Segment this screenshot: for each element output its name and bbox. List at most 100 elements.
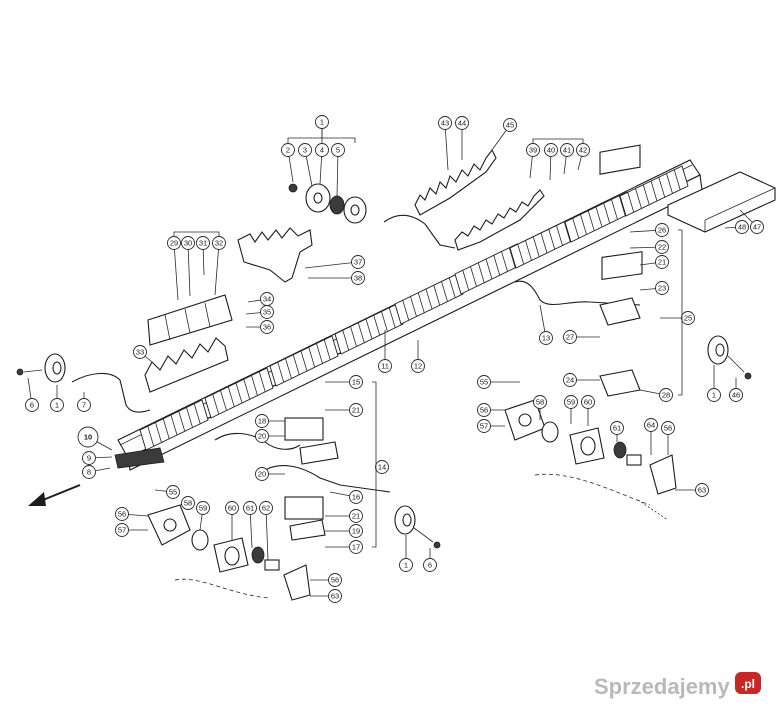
callout-38: 38 <box>308 271 365 285</box>
toothed-strips <box>414 148 545 251</box>
callout-37: 37 <box>304 255 365 269</box>
hub-left <box>16 353 66 383</box>
callout-number: 26 <box>658 226 666 235</box>
callout-1: 1 <box>707 365 721 402</box>
callout-58: 58 <box>179 496 195 510</box>
grate-section <box>269 335 339 387</box>
callout-61: 61 <box>243 501 257 549</box>
callout-8: 8 <box>82 465 111 479</box>
callout-number: 41 <box>563 146 571 155</box>
grate-sections <box>139 165 689 451</box>
callout-number: 1 <box>404 561 408 570</box>
callout-number: 30 <box>184 239 192 248</box>
callout-2: 2 <box>281 143 295 183</box>
callout-number: 21 <box>352 512 360 521</box>
plate-item-10 <box>114 447 165 469</box>
callout-number: 18 <box>258 417 266 426</box>
callout-number: 36 <box>263 323 271 332</box>
callout-number: 34 <box>263 295 271 304</box>
callout-30: 30 <box>181 236 195 297</box>
callout-number: 57 <box>118 526 126 535</box>
callout-21: 21 <box>639 255 669 269</box>
bracket-group-right <box>504 399 677 521</box>
callout-23: 23 <box>639 281 669 295</box>
callout-58: 58 <box>533 395 547 420</box>
callout-4: 4 <box>315 143 329 185</box>
callout-44: 44 <box>455 116 469 160</box>
callout-13: 13 <box>539 304 553 345</box>
callout-59: 59 <box>196 501 210 531</box>
callout-number: 27 <box>566 333 574 342</box>
callout-42: 42 <box>576 143 590 171</box>
callout-number: 17 <box>352 543 360 552</box>
callout-number: 3 <box>303 146 307 155</box>
callout-55: 55 <box>154 485 180 499</box>
callout-57: 57 <box>477 419 505 433</box>
callout-number: 12 <box>414 362 422 371</box>
shafts <box>71 214 641 493</box>
callout-number: 35 <box>263 308 271 317</box>
callout-number: 1 <box>320 118 324 127</box>
callout-21: 21 <box>325 403 363 417</box>
callout-number: 56 <box>118 510 126 519</box>
callout-26: 26 <box>629 223 669 237</box>
grate-section <box>619 165 689 217</box>
callout-number: 45 <box>506 121 514 130</box>
callout-16: 16 <box>329 490 363 504</box>
callout-number: 8 <box>87 468 91 477</box>
callout-number: 56 <box>480 406 488 415</box>
watermark-suffix: .pl <box>741 677 755 691</box>
callout-33: 33 <box>133 345 153 363</box>
callout-number: 2 <box>286 146 290 155</box>
callout-number: 61 <box>613 424 621 433</box>
callout-7: 7 <box>77 392 91 412</box>
callout-1: 1 <box>50 385 64 412</box>
callout-31: 31 <box>196 236 210 276</box>
callout-number: 21 <box>352 406 360 415</box>
callout-number: 24 <box>566 376 574 385</box>
grate-section <box>334 303 404 355</box>
callout-number: 31 <box>199 239 207 248</box>
callout-19: 19 <box>325 524 363 538</box>
callout-5: 5 <box>331 143 345 197</box>
callout-number: 10 <box>84 433 92 442</box>
callout-6: 6 <box>423 548 437 572</box>
callout-number: 56 <box>664 424 672 433</box>
callout-number: 33 <box>136 348 144 357</box>
callout-39: 39 <box>526 143 540 179</box>
callout-36: 36 <box>246 320 274 334</box>
callout-number: 60 <box>228 504 236 513</box>
cover-plate <box>667 171 776 233</box>
watermark: Sprzedajemy .pl <box>594 672 761 699</box>
callout-40: 40 <box>544 143 558 181</box>
toothed-bar <box>237 227 313 283</box>
callout-60: 60 <box>225 501 239 540</box>
callout-29: 29 <box>167 236 181 301</box>
callout-61: 61 <box>610 421 624 442</box>
callout-56: 56 <box>661 421 675 455</box>
callout-63: 63 <box>675 483 709 497</box>
callout-number: 63 <box>331 592 339 601</box>
callout-number: 14 <box>378 463 386 472</box>
callout-number: 48 <box>738 223 746 232</box>
grate-section <box>564 191 634 243</box>
callout-48: 48 <box>724 220 749 234</box>
callout-6: 6 <box>25 377 39 412</box>
callout-number: 39 <box>529 146 537 155</box>
callout-number: 11 <box>381 362 389 371</box>
callout-number: 25 <box>684 314 692 323</box>
callout-number: 62 <box>262 504 270 513</box>
stepped-bars <box>144 294 233 393</box>
callout-3: 3 <box>298 143 313 187</box>
callout-47: 47 <box>739 209 764 234</box>
callout-number: 4 <box>320 146 324 155</box>
callout-14: 14 <box>375 460 389 474</box>
grate-section <box>394 273 464 325</box>
callout-number: 6 <box>428 561 432 570</box>
callout-15: 15 <box>325 375 363 389</box>
direction-arrow <box>28 484 81 506</box>
callout-56: 56 <box>310 573 342 587</box>
